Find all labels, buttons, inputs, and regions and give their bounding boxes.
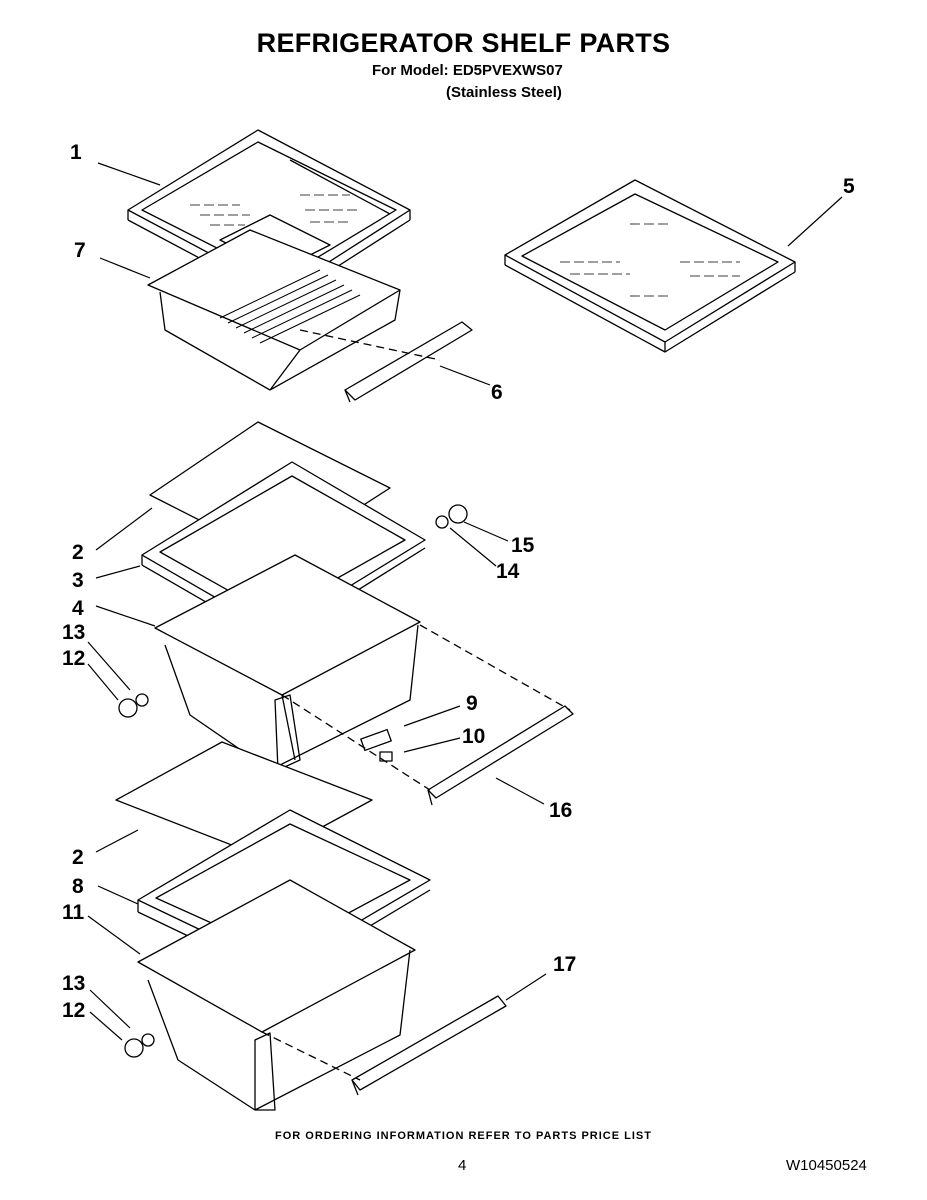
callout-5: 5 (843, 175, 855, 198)
callout-8: 8 (72, 875, 84, 898)
callout-11: 11 (62, 901, 85, 924)
right-shelf (504, 179, 796, 353)
page-number: 4 (458, 1157, 467, 1174)
knob-left-lower (124, 1033, 155, 1058)
callout-14: 14 (496, 560, 520, 583)
lower-drawer-trim (351, 995, 507, 1096)
document-number: W10450524 (786, 1157, 867, 1174)
callout-3: 3 (72, 569, 84, 592)
knob-right (435, 504, 468, 529)
callout-7: 7 (74, 239, 86, 262)
callout-13-lower: 13 (62, 972, 86, 995)
part-9 (360, 728, 392, 752)
upper-drawer-trim (344, 321, 473, 403)
callout-13-middle: 13 (62, 621, 86, 644)
callout-4: 4 (72, 597, 84, 620)
middle-crisper-drawer (154, 554, 421, 771)
callout-16: 16 (549, 799, 573, 822)
lower-crisper-drawer (137, 879, 416, 1111)
callout-2-lower: 2 (72, 846, 84, 869)
callout-10: 10 (462, 725, 486, 748)
upper-drawer (147, 229, 401, 391)
knob-left-middle (118, 693, 149, 718)
callout-6: 6 (491, 381, 503, 404)
middle-drawer-trim (427, 705, 574, 806)
callout-12-lower: 12 (62, 999, 86, 1022)
callout-15: 15 (511, 534, 535, 557)
callout-1: 1 (70, 141, 82, 164)
page-title: REFRIGERATOR SHELF PARTS (256, 28, 671, 58)
model-finish: (Stainless Steel) (446, 84, 562, 101)
ordering-note: FOR ORDERING INFORMATION REFER TO PARTS … (275, 1130, 652, 1142)
callout-9: 9 (466, 692, 478, 715)
callout-12-middle: 12 (62, 647, 86, 670)
model-number: For Model: ED5PVEXWS07 (372, 62, 563, 79)
callout-2-middle: 2 (72, 541, 84, 564)
callout-17: 17 (553, 953, 577, 976)
